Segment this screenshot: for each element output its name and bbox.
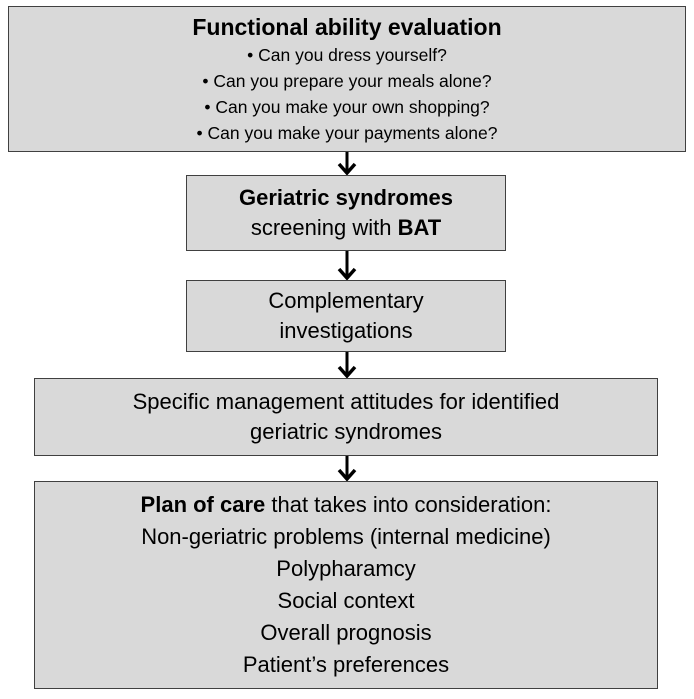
plan-of-care-bold: Plan of care — [140, 492, 266, 517]
management-attitudes-box: Specific management attitudes for identi… — [34, 378, 658, 456]
functional-ability-title: Functional ability evaluation — [192, 13, 502, 40]
down-arrow-icon — [337, 456, 357, 482]
plan-of-care-title: Plan of care that takes into considerati… — [141, 489, 552, 521]
plan-of-care-rest: that takes into consideration: — [265, 492, 552, 517]
down-arrow-icon — [337, 352, 357, 379]
down-arrow-icon — [337, 152, 357, 176]
geriatric-screening-box: Geriatric syndromes screening with BAT — [186, 175, 506, 251]
geriatric-screening-title: Geriatric syndromes — [239, 185, 453, 210]
management-line: geriatric syndromes — [250, 419, 442, 444]
plan-of-care-item: Social context — [277, 588, 415, 613]
geriatric-screening-subtitle: screening with BAT — [251, 213, 441, 243]
plan-of-care-item: Polypharamcy — [276, 556, 416, 581]
plan-of-care-item: Overall prognosis — [260, 620, 432, 645]
complementary-investigations-box: Complementary investigations — [186, 280, 506, 352]
plan-of-care-item: Patient’s preferences — [242, 652, 450, 677]
functional-ability-item: • Can you prepare your meals alone? — [202, 70, 492, 91]
management-line: Specific management attitudes for identi… — [132, 389, 560, 414]
functional-ability-item: • Can you make your own shopping? — [204, 96, 490, 117]
functional-ability-item: • Can you dress yourself? — [247, 44, 447, 65]
down-arrow-icon — [337, 251, 357, 281]
functional-ability-item: • Can you make your payments alone? — [196, 122, 498, 143]
functional-ability-box: Functional ability evaluation • Can you … — [8, 6, 686, 152]
complementary-line: Complementary — [268, 288, 424, 313]
plan-of-care-box: Plan of care that takes into considerati… — [34, 481, 658, 689]
plan-of-care-item: Non-geriatric problems (internal medicin… — [141, 524, 551, 549]
bat-label: BAT — [397, 215, 442, 240]
complementary-line: investigations — [279, 318, 413, 343]
screening-prefix: screening with — [250, 215, 398, 240]
